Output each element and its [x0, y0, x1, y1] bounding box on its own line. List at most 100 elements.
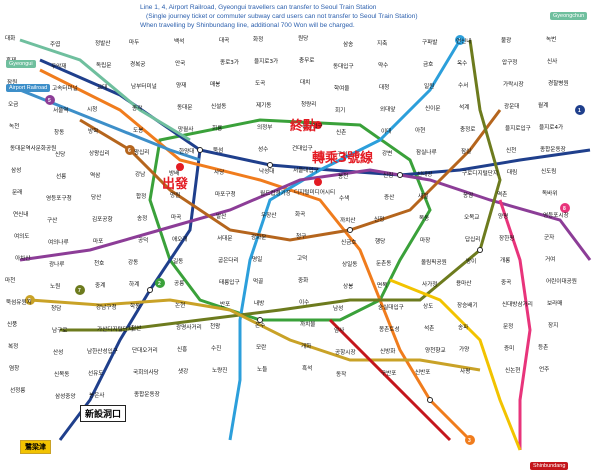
station-label: 종합운동장 — [540, 145, 566, 153]
station-label: 국회의사당 — [133, 368, 159, 376]
station-node — [267, 162, 273, 168]
station-label: 방배 — [169, 169, 179, 177]
station-label: 철산 — [131, 324, 141, 332]
bundang-line-route — [389, 278, 522, 451]
station-label: 낙성대 — [259, 167, 274, 175]
station-label: 삼성 — [11, 166, 21, 174]
station-label: 대화 — [5, 34, 15, 42]
station-label: 굽은다리 — [218, 256, 239, 264]
station-label: 월계 — [538, 101, 548, 109]
station-label: 을지로4가 — [539, 123, 563, 131]
station-label: 상도 — [423, 302, 433, 310]
line-9-route — [29, 298, 481, 372]
station-label: 신흥 — [177, 345, 187, 353]
station-label: 강변 — [382, 149, 392, 157]
line-2-badge — [155, 278, 165, 288]
station-label: 천왕 — [210, 322, 220, 330]
gyeongchun-line-tag: Gyeongchun — [550, 12, 588, 20]
station-label: 신금호 — [341, 238, 356, 246]
station-label: 불광 — [501, 37, 511, 44]
station-label: 사가정 — [422, 280, 437, 288]
station-label: 동대문 — [177, 103, 192, 111]
line-8-route — [498, 199, 532, 450]
station-label: 송정 — [137, 214, 147, 222]
station-label: 망월사 — [178, 125, 193, 133]
station-label: 충무로 — [299, 56, 314, 64]
station-label: 구산 — [47, 216, 57, 224]
station-label: 문래 — [12, 188, 22, 196]
station-label: 영등포구청 — [46, 194, 72, 202]
station-label: 가락시장 — [503, 80, 524, 88]
svg-text:1: 1 — [578, 108, 581, 114]
station-label: 송파 — [458, 323, 468, 331]
station-label: 공덕 — [138, 237, 148, 244]
station-label: 개롱 — [500, 256, 510, 264]
airport-line-tag: Airport Railroad — [6, 84, 51, 92]
line-9-badge — [25, 295, 35, 305]
station-label: 아현 — [415, 126, 425, 134]
station-label: 언주 — [539, 366, 549, 373]
station-label: 대청 — [379, 83, 389, 91]
transfer-note-3: When travelling by Shinbundang line, add… — [140, 22, 355, 29]
station-label: 남부터미널 — [131, 82, 157, 90]
station-label: 서울대입구 — [293, 166, 319, 174]
station-label: 강남구청 — [96, 303, 117, 311]
station-label: 백석 — [174, 37, 184, 45]
station-label: 동대입구 — [333, 62, 354, 70]
station-label: 화정 — [253, 36, 263, 43]
station-label: 상봉 — [343, 282, 353, 290]
station-label: 장승배기 — [457, 301, 478, 309]
station-label: 중곡 — [501, 279, 511, 286]
station-label: 제기동 — [256, 101, 271, 109]
station-label: 매봉 — [210, 80, 220, 88]
station-label: 동작 — [336, 371, 346, 378]
station-label: 신도림 — [541, 167, 556, 175]
station-label: 대곡 — [219, 36, 229, 44]
station-label: 오금 — [8, 101, 18, 108]
station-label: 어린이대공원 — [546, 277, 577, 285]
station-label: 서울역 — [53, 106, 68, 114]
station-node — [427, 397, 433, 403]
station-label: 하계 — [129, 280, 139, 288]
svg-text:2: 2 — [158, 281, 161, 287]
station-label: 신당 — [55, 150, 65, 158]
station-label: 공릉 — [174, 280, 184, 287]
station-label: 한양대 — [179, 147, 194, 155]
station-label: 구반포 — [381, 369, 396, 377]
station-label: 압구정 — [502, 58, 517, 66]
station-label: 남성 — [333, 304, 343, 312]
station-label: 청담 — [51, 305, 61, 312]
station-label: 노원 — [50, 282, 60, 290]
station-label: 양재 — [176, 81, 186, 89]
station-label: 영등포시장 — [543, 211, 569, 219]
station-label: 개화 — [301, 342, 311, 350]
station-label: 여의나루 — [48, 238, 69, 246]
station-label: 삼송 — [343, 40, 353, 48]
station-label: 흑석 — [302, 364, 312, 372]
svg-text:9: 9 — [28, 298, 31, 304]
station-label: 화곡 — [295, 211, 305, 218]
station-label: 청구 — [296, 233, 306, 240]
station-label: 복정 — [8, 343, 18, 350]
station-node — [397, 172, 403, 178]
station-label: 남한산성입구 — [87, 347, 118, 355]
station-label: 종각 — [132, 105, 142, 112]
line-3-badge — [465, 435, 475, 445]
station-label: 경찰병원 — [548, 79, 569, 87]
station-label: 잠원 — [7, 78, 17, 86]
station-label: 노들 — [257, 366, 267, 373]
station-label: 광나루 — [49, 260, 64, 268]
station-label: 삼성중앙 — [55, 392, 76, 400]
station-label: 사당 — [214, 168, 224, 176]
station-label: 응암 — [463, 191, 473, 199]
station-label: 연신내 — [456, 37, 471, 45]
station-label: 까치산 — [340, 216, 355, 224]
station-label: 뚝섬유원지 — [6, 298, 32, 306]
station-label: 광운대 — [504, 102, 519, 110]
line-1-badge — [575, 105, 585, 115]
station-label: 여의도 — [14, 232, 29, 240]
station-label: 일원 — [424, 82, 434, 90]
station-label: 잠실 — [461, 147, 471, 155]
